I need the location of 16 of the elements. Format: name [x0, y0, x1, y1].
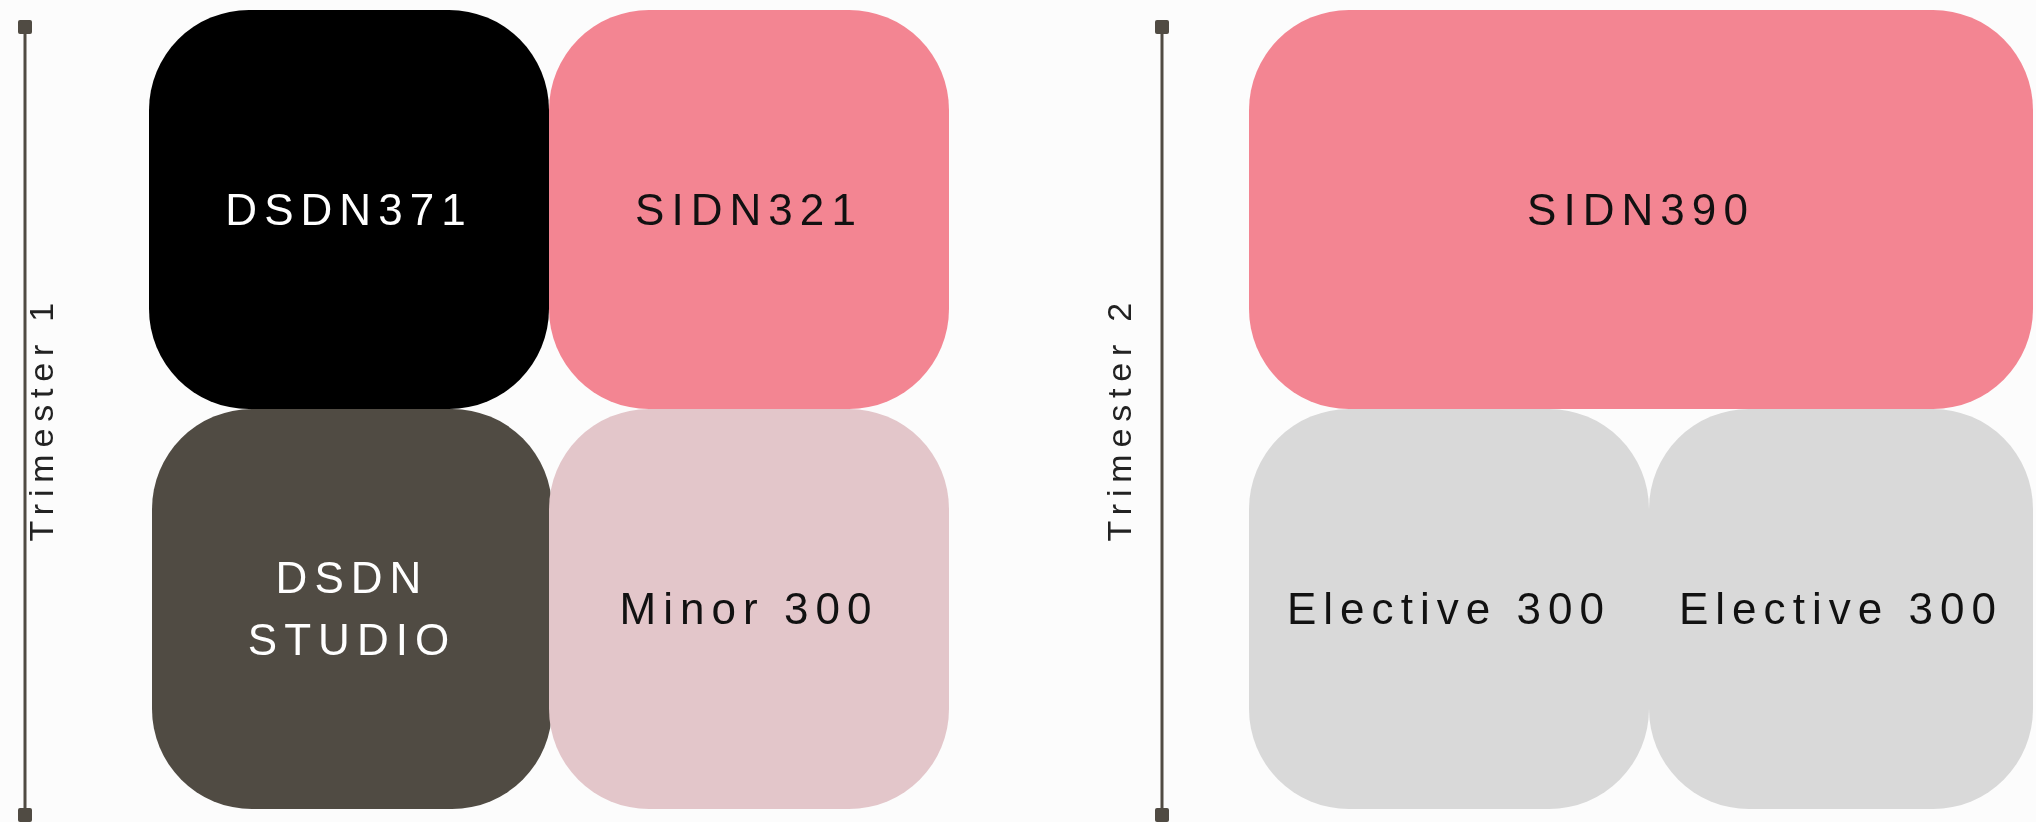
- course-label: SIDN390: [1527, 183, 1755, 236]
- course-block: [152, 409, 552, 809]
- course-block: [149, 10, 549, 409]
- trimester-label: Trimester 1: [22, 295, 61, 541]
- course-label: DSDN371: [225, 183, 473, 236]
- course-block: [1649, 409, 2033, 809]
- course-block: [1249, 409, 1649, 809]
- course-label: Elective 300: [1286, 583, 1612, 636]
- course-block: [549, 10, 949, 409]
- course-block: [549, 409, 949, 809]
- trimester-label: Trimester 2: [1100, 295, 1139, 541]
- course-block: [1249, 10, 2033, 409]
- course-label: DSDN STUDIO: [246, 552, 458, 666]
- course-label: Minor 300: [619, 583, 879, 636]
- course-label: SIDN321: [635, 183, 863, 236]
- course-label: Elective 300: [1678, 583, 2004, 636]
